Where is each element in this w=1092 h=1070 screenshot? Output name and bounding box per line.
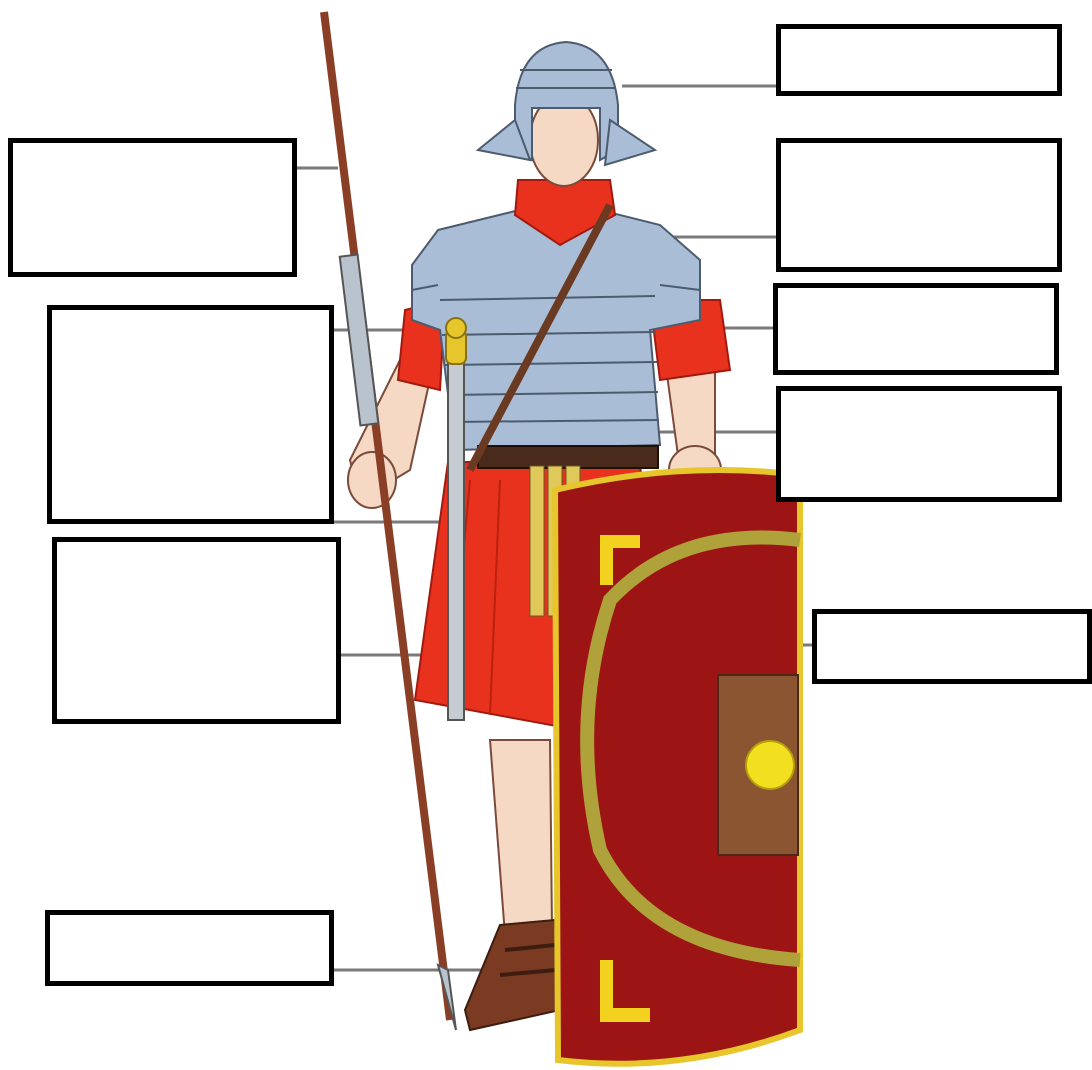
belt <box>478 446 658 468</box>
label-text-spear <box>13 143 292 155</box>
label-box-body-armour[interactable] <box>773 283 1059 375</box>
sword <box>446 318 466 720</box>
label-text-apron <box>57 542 336 554</box>
label-text-tunic <box>52 310 329 322</box>
helmet-cheek-guard <box>605 120 655 165</box>
label-text-helmet <box>781 29 1057 41</box>
label-text-belt <box>781 391 1057 403</box>
label-box-neck-armour[interactable] <box>776 138 1062 272</box>
label-box-apron[interactable] <box>52 537 341 724</box>
shield <box>555 470 800 1064</box>
label-text-body-armour <box>778 288 1054 300</box>
label-box-helmet[interactable] <box>776 24 1062 96</box>
label-box-shield[interactable] <box>812 609 1092 684</box>
label-text-neck-armour <box>781 143 1057 155</box>
label-box-spear[interactable] <box>8 138 297 277</box>
label-box-belt[interactable] <box>776 386 1062 502</box>
head <box>478 42 655 186</box>
label-box-sandals[interactable] <box>45 910 334 986</box>
label-text-shield <box>817 614 1087 626</box>
leg-left <box>490 740 552 935</box>
label-box-tunic[interactable] <box>47 305 334 524</box>
sandals <box>465 920 560 1030</box>
label-text-sandals <box>50 915 329 927</box>
shield-boss <box>746 741 794 789</box>
